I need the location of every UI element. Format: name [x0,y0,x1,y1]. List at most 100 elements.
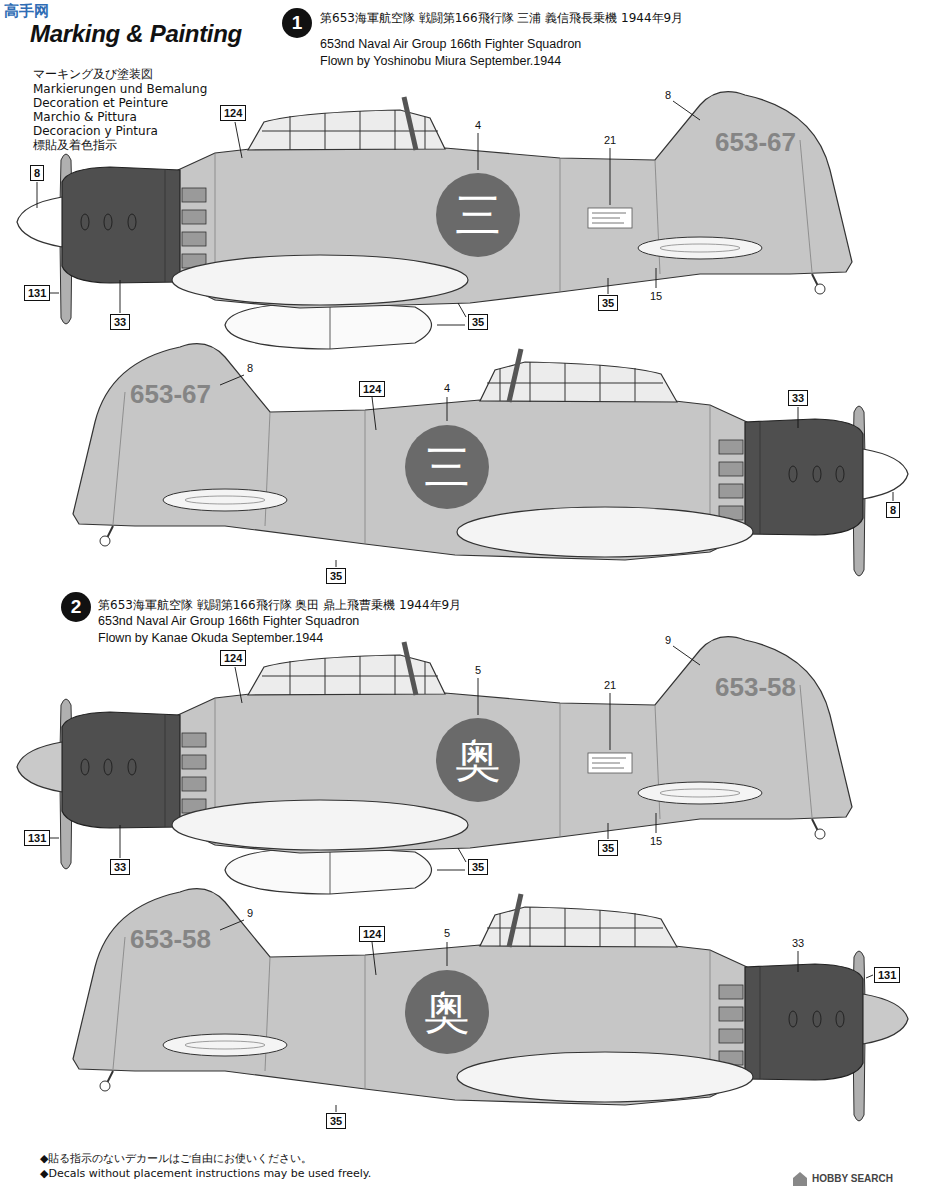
node-text: 124 [363,383,381,395]
callout-box: 131 [24,830,50,846]
fuselage-marking: 三 [405,425,489,509]
callout-number: 4 [444,382,450,395]
version-heading: 653nd Naval Air Group 166th Fighter Squa… [98,614,359,629]
node-text: 33 [114,316,126,328]
drawing-part [17,197,62,247]
callout-number: 8 [247,362,253,375]
callout-box: 8 [30,165,44,181]
node-text: 2 [71,596,82,618]
heading-translation: Markierungen und Bemalung [33,82,207,96]
callout-box: 124 [359,926,385,942]
node-text: 131 [28,832,46,844]
node-text: 33 [792,392,804,404]
node-text: 8 [890,504,896,516]
drawing-part [863,994,908,1044]
node-text: 三 [424,442,470,492]
note-text: ◆Decals without placement instructions m… [40,1167,371,1180]
callout-box: 35 [468,314,488,330]
callout-number: 21 [604,134,616,147]
section-number: 1 [282,8,312,38]
node-text: 131 [28,287,46,299]
drawing-part [225,847,432,894]
callout-box: 35 [468,859,488,875]
callout-number: 15 [650,290,662,303]
tail-code: 653-58 [715,673,796,701]
shop-name: HOBBY SEARCH [812,1173,893,1185]
callout-box: 33 [110,314,130,330]
callout-box: 124 [220,650,246,666]
version-heading: 653nd Naval Air Group 166th Fighter Squa… [320,37,581,52]
drawing-part [588,753,632,773]
drawing-part [50,646,700,870]
watermark: 高手网 [4,2,49,21]
node-text: 35 [472,861,484,873]
version-heading: 第653海軍航空隊 戦闘第166飛行隊 奥田 鼎上飛曹乗機 1944年9月 [98,598,461,612]
note-text: ◆貼る指示のないデカールはご自由にお使いください。 [40,1152,312,1165]
drawing-part [73,344,865,576]
title-text: Marking & Painting [30,20,242,47]
node-text: 1 [292,12,303,34]
drawing-part [225,302,432,349]
drawing-part [863,449,908,499]
callout-box: 131 [24,285,50,301]
callout-number: 9 [247,907,253,920]
node-text: 奥 [455,735,501,785]
fuselage-marking: 奥 [405,970,489,1054]
callout-number: 15 [650,835,662,848]
drawing-part [73,344,908,576]
tail-code: 653-58 [130,925,211,953]
callout-box: 35 [598,840,618,856]
node-text: 35 [602,297,614,309]
drawing-part [17,742,62,792]
node-text: 33 [114,861,126,873]
callout-number: 9 [665,634,671,647]
plane-view-1 [17,92,852,349]
drawing-part [798,407,893,501]
heading-translation: 標貼及着色指示 [33,138,117,152]
drawing-part [37,182,38,208]
callout-box: 124 [359,381,385,397]
node-text: 124 [363,928,381,940]
heading-translation: Marchio & Pittura [33,110,137,124]
callout-box: 33 [788,390,808,406]
callout-box: 35 [598,295,618,311]
node-text: 8 [34,167,40,179]
callout-box: 8 [886,502,900,518]
callout-number: 8 [665,89,671,102]
callout-number: 5 [475,664,481,677]
heading-translation: Decoracion y Pintura [33,124,158,138]
node-text: 35 [602,842,614,854]
node-text: 奥 [424,987,470,1037]
drawing-part [60,92,852,324]
heading-translation: Decoration et Peinture [33,96,168,110]
callout-box: 35 [326,568,346,584]
node-text: 131 [878,969,896,981]
callout-number: 33 [792,937,804,950]
plane-view-3 [17,637,852,894]
tail-code: 653-67 [715,128,796,156]
drawing-part [588,208,632,228]
heading-translation: マーキング及び塗装図 [33,67,153,81]
node-text: 124 [224,107,242,119]
callout-number: 4 [475,119,481,132]
node-text: 124 [224,652,242,664]
drawing-part [798,951,873,978]
fuselage-marking: 奥 [436,718,520,802]
callout-number: 21 [604,679,616,692]
tail-code: 653-67 [130,380,211,408]
node-text: 35 [330,1115,342,1127]
fuselage-marking: 三 [436,173,520,257]
callout-box: 35 [326,1113,346,1129]
version-heading: Flown by Kanae Okuda September.1944 [98,631,323,646]
section-number: 2 [61,592,91,622]
callout-box: 131 [874,967,900,983]
drawing-part [73,889,865,1121]
version-heading: Flown by Yoshinobu Miura September.1944 [320,54,561,69]
callout-box: 124 [220,105,246,121]
sheet-title: Marking & Painting [30,20,242,48]
callout-number: 5 [444,927,450,940]
node-text: 35 [330,570,342,582]
drawing-part [60,637,852,869]
node-text: 三 [455,190,501,240]
plane-view-2 [73,344,908,576]
